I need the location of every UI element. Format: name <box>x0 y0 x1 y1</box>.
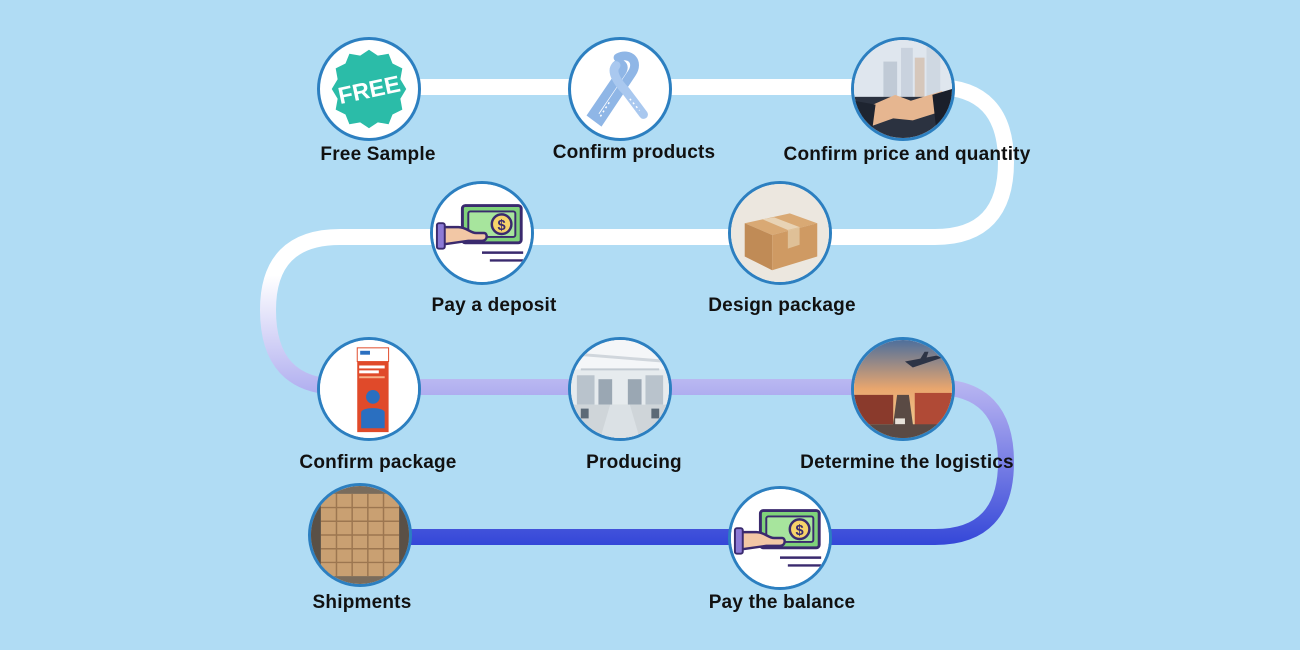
svg-text:$: $ <box>498 218 506 234</box>
factory-icon <box>568 337 672 441</box>
ribbon-strap-icon <box>568 37 672 141</box>
handshake-icon <box>851 37 955 141</box>
step-label: Producing <box>586 452 682 473</box>
airplane-logistics-icon <box>851 337 955 441</box>
hand-money-icon: $ <box>728 486 832 590</box>
product-package-icon <box>317 337 421 441</box>
step-label: Free Sample <box>320 144 436 165</box>
cardboard-box-icon <box>728 181 832 285</box>
container-cartons-icon <box>308 483 412 587</box>
step-label: Confirm price and quantity <box>783 144 1031 165</box>
hand-money-icon: $ <box>430 181 534 285</box>
step-label: Confirm package <box>299 452 457 473</box>
step-label: Pay a deposit <box>431 295 557 316</box>
step-label: Determine the logistics <box>800 452 1014 473</box>
step-label: Pay the balance <box>708 592 856 613</box>
step-label: Shipments <box>312 592 412 613</box>
step-label: Confirm products <box>552 142 716 163</box>
free-badge-icon: FREE <box>317 37 421 141</box>
step-label: Design package <box>708 295 856 316</box>
svg-text:$: $ <box>796 523 804 539</box>
